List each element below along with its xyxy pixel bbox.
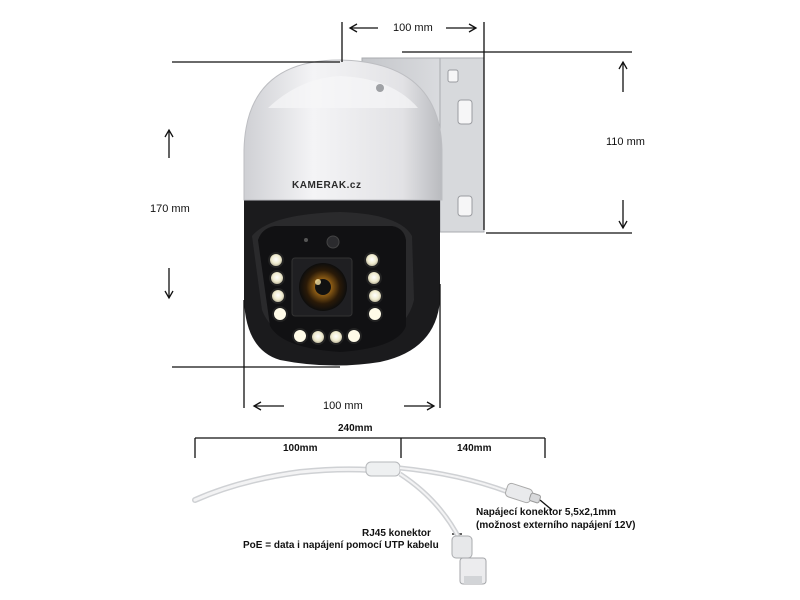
rj45-connector-icon [451,535,487,585]
brand-logo: KAMERAK.cz [292,180,362,191]
cable-assembly [192,461,541,585]
cable-total-length: 240mm [338,423,373,434]
dimension-lines [164,22,632,535]
rj45-label-1: RJ45 konektor [362,528,431,539]
camera-dome [243,59,443,201]
power-connector-label-2: (možnost externího napájení 12V) [476,520,636,531]
dim-bottom-width: 100 mm [323,400,363,412]
rj45-label-2: PoE = data i napájení pomocí UTP kabelu [243,540,439,551]
cable-segment-right: 140mm [457,443,492,454]
cable-splitter [365,461,401,477]
power-connector-label-1: Napájecí konektor 5,5x2,1mm [476,507,617,518]
power-connector-icon [505,482,541,504]
dim-side-height: 110 mm [606,136,645,148]
ir-led-array [268,252,383,345]
dim-total-height: 170 mm [150,203,190,215]
cable-segment-left: 100mm [283,443,318,454]
dim-top-width: 100 mm [393,22,433,34]
